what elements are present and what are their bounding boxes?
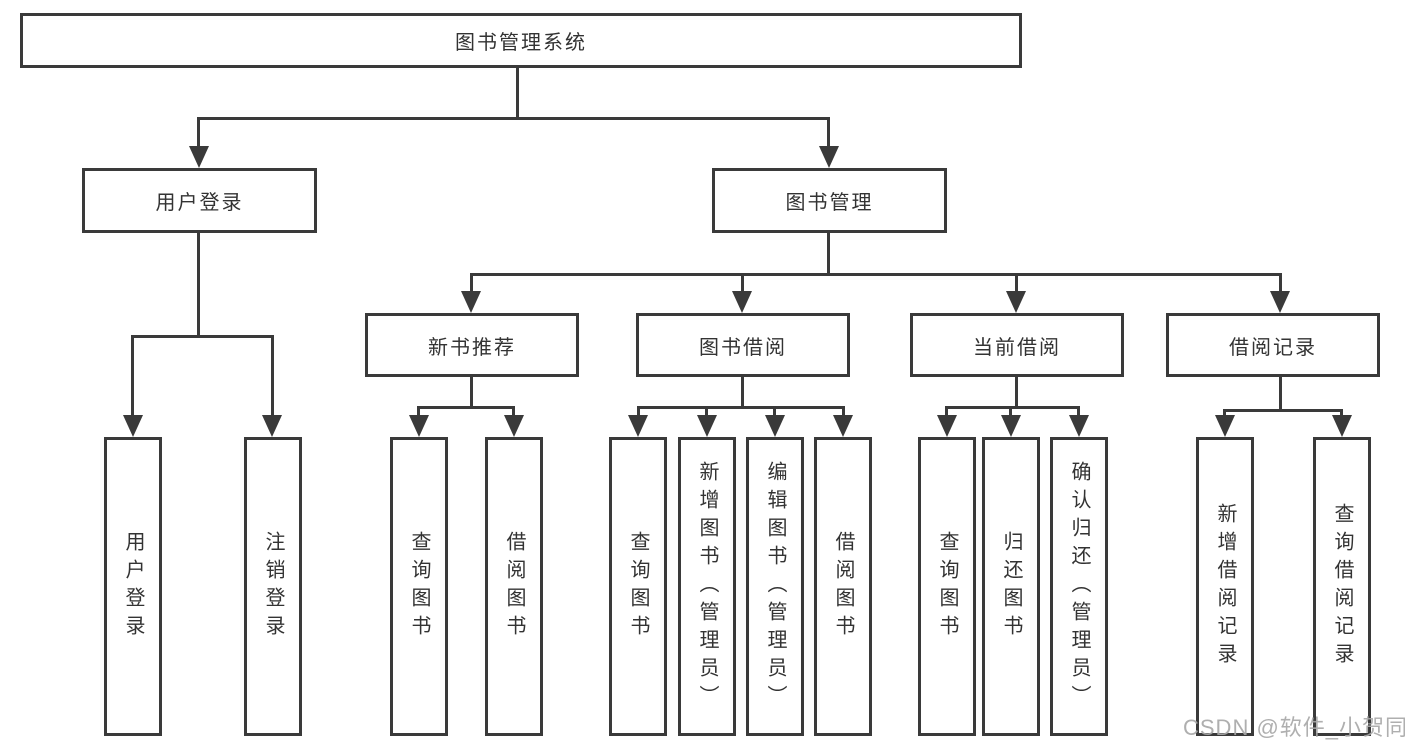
- arrow-down: [408, 415, 429, 437]
- connector-stem: [131, 335, 134, 418]
- connector-stem: [1278, 273, 1282, 295]
- leaf-user-login: 用户登录: [104, 437, 162, 736]
- arrow-down: [1269, 291, 1290, 313]
- connector-stem: [1009, 406, 1012, 419]
- connector-branch: [945, 406, 1080, 409]
- leaf-query-books-2: 查询图书: [609, 437, 667, 736]
- connector-stem: [1014, 273, 1018, 295]
- connector-stem: [417, 406, 420, 419]
- arrow-down: [696, 415, 717, 437]
- connector-stem: [740, 377, 744, 409]
- arrow-down: [764, 415, 785, 437]
- node-borrow-records: 借阅记录: [1166, 313, 1380, 377]
- arrow-down: [818, 146, 839, 168]
- connector-branch: [469, 273, 1282, 276]
- arrow-down: [732, 291, 752, 313]
- arrow-down: [1000, 415, 1021, 437]
- arrow-down: [503, 415, 524, 437]
- connector-stem: [827, 233, 830, 275]
- leaf-query-books-3: 查询图书: [918, 437, 976, 736]
- arrow-down: [936, 415, 957, 437]
- leaf-query-books-1: 查询图书: [390, 437, 448, 736]
- connector-stem: [827, 117, 830, 150]
- connector-stem: [1077, 406, 1080, 419]
- arrow-down: [122, 415, 143, 437]
- node-root: 图书管理系统: [20, 13, 1022, 68]
- node-current-borrow: 当前借阅: [910, 313, 1124, 377]
- connector-stem: [773, 406, 776, 419]
- leaf-query-borrow-record: 查询借阅记录: [1313, 437, 1371, 736]
- connector-stem: [841, 406, 845, 419]
- arrow-down: [628, 415, 648, 437]
- connector-branch: [197, 117, 830, 120]
- leaf-add-books-admin: 新增图书（管理员）: [678, 437, 736, 736]
- connector-stem: [1223, 409, 1226, 419]
- connector-stem: [469, 273, 473, 295]
- arrow-down: [1214, 415, 1235, 437]
- arrow-down: [262, 415, 282, 437]
- arrow-down: [461, 291, 481, 313]
- connector-stem: [1340, 409, 1343, 419]
- arrow-down: [1331, 415, 1352, 437]
- connector-stem: [636, 406, 640, 419]
- leaf-borrow-books-1: 借阅图书: [485, 437, 543, 736]
- leaf-add-borrow-record: 新增借阅记录: [1196, 437, 1254, 736]
- connector-stem: [515, 68, 519, 119]
- arrow-down: [188, 146, 209, 168]
- connector-stem: [1014, 377, 1018, 409]
- leaf-return-books: 归还图书: [982, 437, 1040, 736]
- leaf-logout: 注销登录: [244, 437, 302, 736]
- node-new-book-recommend: 新书推荐: [365, 313, 579, 377]
- node-user-login: 用户登录: [82, 168, 317, 233]
- leaf-confirm-return-admin: 确认归还（管理员）: [1050, 437, 1108, 736]
- node-book-management: 图书管理: [712, 168, 947, 233]
- connector-stem: [705, 406, 708, 419]
- node-book-borrow: 图书借阅: [636, 313, 850, 377]
- connector-stem: [945, 406, 948, 419]
- leaf-borrow-books-2: 借阅图书: [814, 437, 872, 736]
- arrow-down: [833, 415, 853, 437]
- arrow-down: [1068, 415, 1089, 437]
- connector-branch: [1223, 409, 1343, 412]
- connector-stem: [740, 273, 744, 295]
- connector-stem: [197, 233, 200, 338]
- connector-branch: [417, 406, 515, 409]
- connector-branch: [131, 335, 273, 338]
- connector-stem: [469, 377, 473, 409]
- connector-stem: [270, 335, 274, 418]
- connector-stem: [197, 117, 200, 150]
- arrow-down: [1006, 291, 1026, 313]
- connector-branch: [636, 406, 845, 409]
- csdn-watermark: CSDN @软件_小贺同学: [1183, 715, 1405, 740]
- connector-stem: [1278, 377, 1282, 412]
- connector-stem: [512, 406, 515, 419]
- leaf-edit-books-admin: 编辑图书（管理员）: [746, 437, 804, 736]
